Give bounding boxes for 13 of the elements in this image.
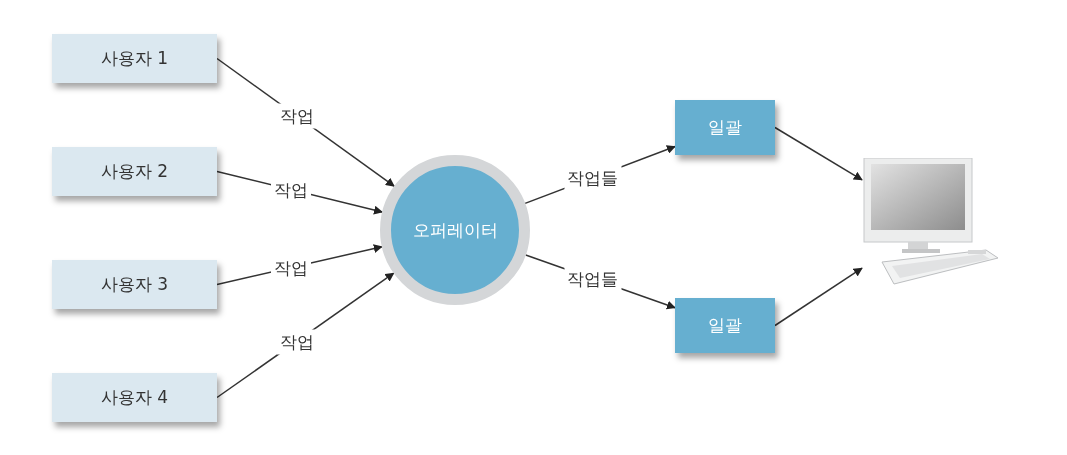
process-box: 사용자 4: [52, 373, 217, 422]
edge-label: 작업들: [564, 266, 622, 292]
edge-label: 작업들: [564, 165, 622, 191]
arrow: [774, 126, 863, 181]
edge-label: 작업: [276, 329, 317, 355]
process-box: 사용자 3: [52, 260, 217, 309]
arrow: [774, 267, 863, 327]
edge-label: 작업: [276, 103, 317, 129]
process-box: 일괄: [675, 100, 775, 155]
process-box: 사용자 1: [52, 34, 217, 83]
process-box: 일괄: [675, 298, 775, 353]
process-circle: 오퍼레이터: [380, 155, 530, 305]
process-box: 사용자 2: [52, 147, 217, 196]
